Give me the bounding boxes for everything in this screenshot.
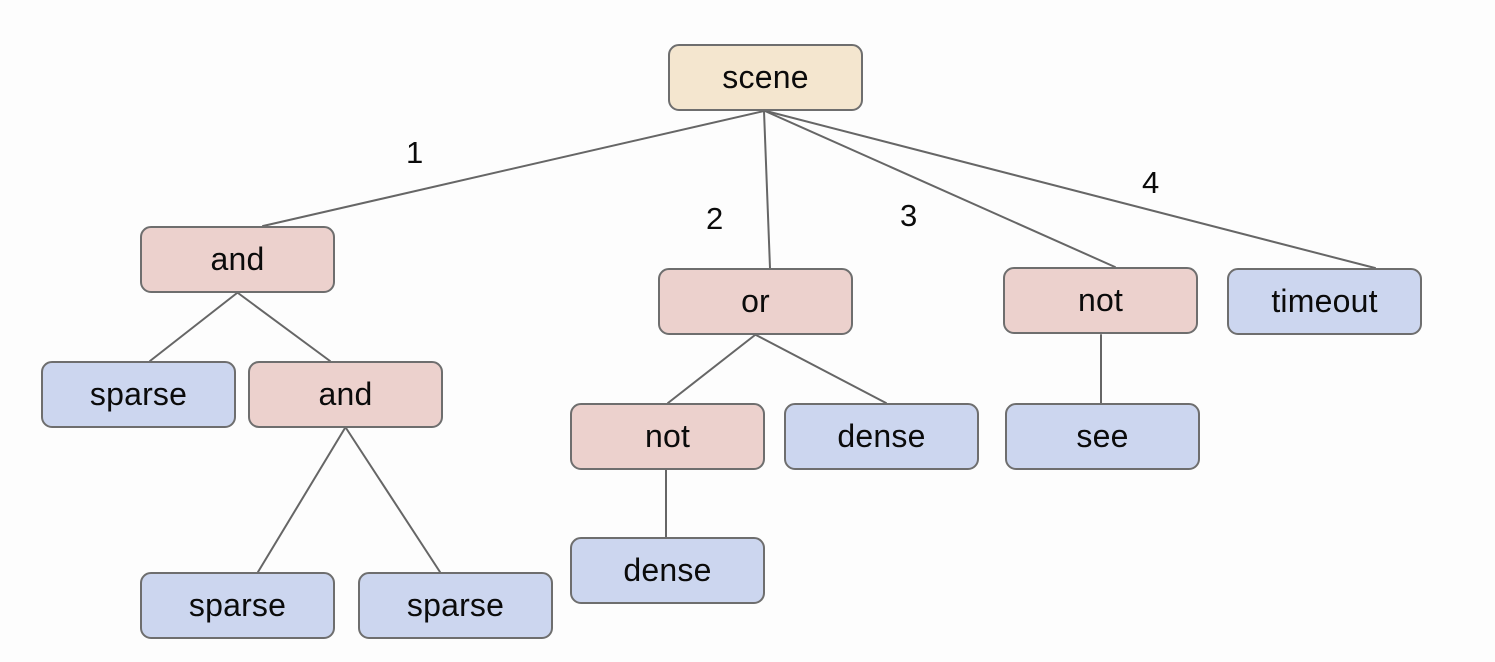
tree-edge-scene-to-not1 xyxy=(764,110,1116,268)
tree-edge-or1-to-not2 xyxy=(667,334,756,404)
tree-node-label: not xyxy=(644,417,691,454)
tree-node-label: dense xyxy=(623,551,712,588)
tree-node-label: sparse xyxy=(89,375,188,412)
tree-edge-scene-to-and1 xyxy=(262,110,765,227)
tree-node-not2[interactable]: not xyxy=(570,403,765,470)
edge-label-3: 3 xyxy=(900,198,918,233)
tree-node-dense1[interactable]: dense xyxy=(784,403,979,470)
tree-node-label: and xyxy=(318,375,373,412)
edge-label-1: 1 xyxy=(406,135,424,170)
tree-node-label: dense xyxy=(837,417,926,454)
edge-label-4: 4 xyxy=(1142,165,1160,200)
tree-node-label: and xyxy=(210,240,265,277)
tree-node-not1[interactable]: not xyxy=(1003,267,1198,334)
tree-node-scene[interactable]: scene xyxy=(668,44,863,111)
tree-node-timeout1[interactable]: timeout xyxy=(1227,268,1422,335)
tree-edge-or1-to-dense1 xyxy=(755,334,887,404)
tree-node-label: not xyxy=(1077,281,1124,318)
tree-node-and1[interactable]: and xyxy=(140,226,335,293)
tree-edge-scene-to-timeout1 xyxy=(765,110,1376,269)
tree-edge-scene-to-or1 xyxy=(763,110,771,269)
tree-node-label: see xyxy=(1076,417,1129,454)
edge-label-2: 2 xyxy=(706,201,724,236)
tree-node-sparse3[interactable]: sparse xyxy=(358,572,553,639)
tree-edge-and2-to-sparse2 xyxy=(257,427,346,573)
tree-node-dense2[interactable]: dense xyxy=(570,537,765,604)
tree-node-label: scene xyxy=(722,58,809,95)
tree-node-sparse2[interactable]: sparse xyxy=(140,572,335,639)
tree-node-label: sparse xyxy=(406,586,505,623)
tree-node-and2[interactable]: and xyxy=(248,361,443,428)
tree-edge-and1-to-sparse1 xyxy=(149,292,238,362)
tree-node-label: timeout xyxy=(1271,282,1378,319)
tree-node-or1[interactable]: or xyxy=(658,268,853,335)
tree-node-label: or xyxy=(741,282,770,319)
tree-node-sparse1[interactable]: sparse xyxy=(41,361,236,428)
tree-node-see1[interactable]: see xyxy=(1005,403,1200,470)
tree-edge-and1-to-and2 xyxy=(237,292,331,362)
tree-node-label: sparse xyxy=(188,586,287,623)
tree-edge-and2-to-sparse3 xyxy=(345,427,441,573)
